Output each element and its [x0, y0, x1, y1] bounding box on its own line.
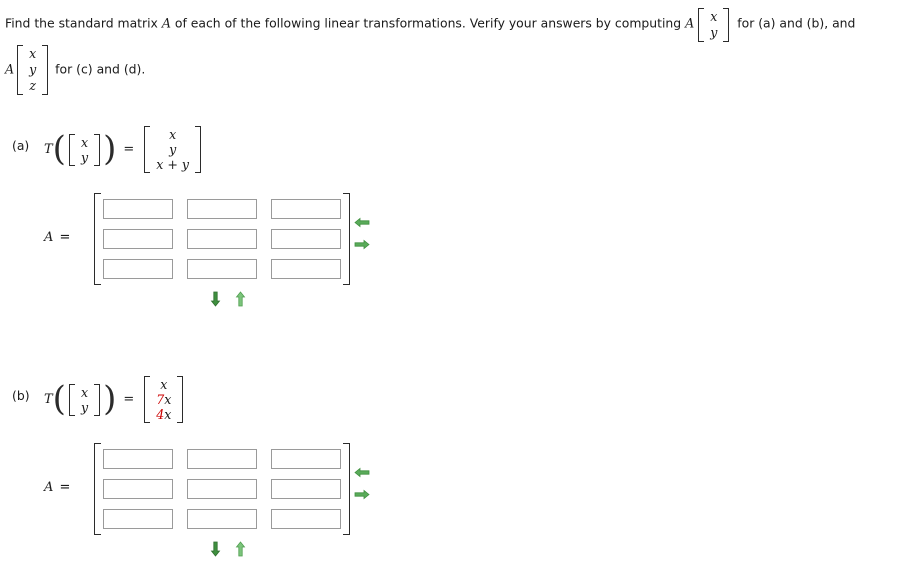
equals-sign: =: [123, 142, 135, 157]
matrix-cell-r3c2[interactable]: [187, 509, 257, 529]
matrix-cell-r3c2[interactable]: [187, 259, 257, 279]
vector-entry: y: [710, 25, 718, 40]
matrix-cell-r3c1[interactable]: [103, 259, 173, 279]
matrix-cell-r1c3[interactable]: [271, 449, 341, 469]
prompt-segment-2: of each of the following linear transfor…: [170, 15, 686, 31]
matrix-label-a: A =: [44, 230, 71, 245]
matrix-cell-r1c3[interactable]: [271, 199, 341, 219]
vector-entry: x: [153, 127, 192, 142]
matrix-cell-r3c1[interactable]: [103, 509, 173, 529]
matrix-cell-r2c3[interactable]: [271, 229, 341, 249]
arrow-down-icon[interactable]: [209, 291, 225, 307]
italic-A-2: A: [685, 15, 695, 31]
matrix-label-letter: A: [44, 480, 55, 495]
vector-entry: z: [29, 78, 36, 93]
matrix-row: [103, 199, 341, 219]
transform-symbol: T: [44, 392, 53, 407]
vector-entry: x: [80, 134, 89, 150]
matrix-row: [103, 259, 341, 279]
matrix-label-equals: =: [59, 480, 72, 495]
vector-entry: y: [80, 149, 89, 165]
answer-matrix-block-b: A =: [0, 438, 912, 558]
matrix-row: [103, 509, 341, 529]
arrow-right-icon[interactable]: [354, 237, 370, 252]
prompt-segment-4: for (c) and (d).: [51, 61, 146, 77]
transform-symbol: T: [44, 142, 53, 157]
arrow-up-icon[interactable]: [234, 291, 250, 307]
row-controls-a: [209, 291, 250, 307]
matrix-cell-r1c1[interactable]: [103, 199, 173, 219]
arrow-left-icon[interactable]: [354, 465, 370, 480]
column-controls-b: [354, 465, 370, 502]
part-label-b: (b): [12, 388, 30, 403]
matrix-cell-r3c3[interactable]: [271, 509, 341, 529]
variable: y: [169, 142, 177, 157]
matrix-cell-r2c2[interactable]: [187, 479, 257, 499]
matrix-cell-r3c3[interactable]: [271, 259, 341, 279]
problem-statement-line-1: Find the standard matrix A of each of th…: [5, 7, 912, 42]
matrix-row: [103, 449, 341, 469]
italic-A-3: A: [5, 61, 15, 77]
matrix-bracket-a: [94, 193, 350, 285]
matrix-cell-r2c1[interactable]: [103, 479, 173, 499]
part-label-a: (a): [12, 138, 30, 153]
italic-A-1: A: [161, 15, 171, 31]
matrix-row: [103, 229, 341, 249]
matrix-row: [103, 479, 341, 499]
matrix-label-equals: =: [59, 230, 72, 245]
vector-entry: y: [29, 62, 37, 77]
variable: x: [160, 377, 168, 392]
matrix-cell-r1c2[interactable]: [187, 199, 257, 219]
vector-entry: 4x: [153, 407, 174, 422]
arrow-up-icon[interactable]: [234, 541, 250, 557]
arrow-right-icon[interactable]: [354, 487, 370, 502]
transformation-equation-b: T ( x y ) = x 7x 4x: [44, 376, 186, 423]
matrix-label-b: A =: [44, 480, 71, 495]
answer-matrix-block-a: A =: [0, 188, 912, 308]
variable: x: [164, 407, 172, 422]
matrix-cell-r2c1[interactable]: [103, 229, 173, 249]
vector-entry: x: [80, 384, 89, 400]
equals-sign: =: [123, 392, 135, 407]
arrow-left-icon[interactable]: [354, 215, 370, 230]
matrix-cell-r2c2[interactable]: [187, 229, 257, 249]
variable: x: [169, 127, 177, 142]
vector-entry: x + y: [153, 157, 192, 172]
prompt-segment-1: Find the standard matrix: [5, 15, 162, 31]
coefficient: 7: [156, 392, 165, 407]
column-controls-a: [354, 215, 370, 252]
vector-entry: x: [710, 9, 718, 24]
transformation-equation-a: T ( x y ) = x y x + y: [44, 126, 204, 173]
vector-entry: x: [29, 46, 37, 61]
matrix-cell-r1c2[interactable]: [187, 449, 257, 469]
vector-entry: 7x: [153, 392, 174, 407]
input-vector-b: x y: [68, 383, 101, 416]
vector-entry: y: [153, 142, 192, 157]
matrix-cell-r1c1[interactable]: [103, 449, 173, 469]
matrix-label-letter: A: [44, 230, 55, 245]
coefficient: 4: [156, 407, 165, 422]
variable: x + y: [156, 157, 190, 172]
arrow-down-icon[interactable]: [209, 541, 225, 557]
variable: x: [164, 392, 172, 407]
vector-entry: y: [80, 399, 89, 415]
output-vector-b: x 7x 4x: [144, 376, 184, 423]
output-vector-a: x y x + y: [144, 126, 201, 173]
input-vector-a: x y: [68, 133, 101, 166]
row-controls-b: [209, 541, 250, 557]
matrix-cell-r2c3[interactable]: [271, 479, 341, 499]
prompt-segment-3: for (a) and (b), and: [733, 15, 856, 31]
matrix-bracket-b: [94, 443, 350, 535]
vector-entry: x: [153, 377, 174, 392]
